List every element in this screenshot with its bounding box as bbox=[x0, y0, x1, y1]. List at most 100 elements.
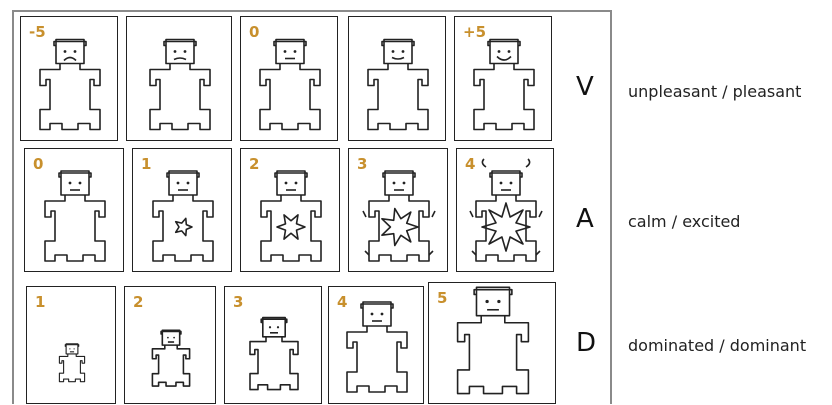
manikin-hair bbox=[382, 42, 414, 46]
arousal-burst bbox=[277, 215, 305, 239]
manikin-eye bbox=[381, 313, 384, 316]
arousal-panel-2: 1 bbox=[132, 148, 232, 272]
manikin-figure bbox=[455, 17, 553, 142]
manikin-hair bbox=[54, 42, 86, 46]
manikin-figure bbox=[125, 287, 217, 405]
manikin-hair bbox=[474, 290, 512, 295]
valence-row: -5 0 +5 V unpleasant / pleasant bbox=[0, 16, 832, 144]
manikin-eye bbox=[392, 50, 395, 53]
manikin-body bbox=[474, 64, 534, 130]
manikin-eye bbox=[184, 50, 187, 53]
manikin-figure bbox=[241, 149, 341, 273]
manikin-head bbox=[385, 171, 413, 195]
manikin-head bbox=[363, 302, 391, 326]
manikin-eye bbox=[69, 182, 72, 185]
manikin-body bbox=[347, 326, 407, 392]
manikin-figure bbox=[27, 287, 117, 405]
valence-panel-4 bbox=[348, 16, 446, 141]
valence-panel-1: -5 bbox=[20, 16, 118, 141]
manikin-figure bbox=[329, 287, 425, 405]
arousal-panel-3: 2 bbox=[240, 148, 340, 272]
manikin-eye bbox=[177, 182, 180, 185]
arousal-panel-1: 0 bbox=[24, 148, 124, 272]
manikin-hair bbox=[274, 42, 306, 46]
manikin-eye bbox=[508, 50, 511, 53]
manikin-eye bbox=[498, 50, 501, 53]
manikin-hair bbox=[490, 173, 522, 177]
dominance-label: dominated / dominant bbox=[628, 336, 806, 355]
manikin-eye bbox=[174, 50, 177, 53]
manikin-eye bbox=[371, 313, 374, 316]
arousal-panel-5: 4 bbox=[456, 148, 554, 272]
arousal-letter: A bbox=[576, 204, 594, 234]
manikin-figure bbox=[349, 149, 449, 273]
manikin-hair bbox=[275, 173, 307, 177]
manikin-body bbox=[59, 354, 84, 382]
manikin-mouth bbox=[392, 58, 404, 60]
manikin-eye bbox=[393, 182, 396, 185]
manikin-mouth bbox=[497, 57, 511, 61]
manikin-hair bbox=[488, 42, 520, 46]
valence-label: unpleasant / pleasant bbox=[628, 82, 801, 101]
manikin-eye bbox=[69, 348, 70, 349]
dominance-row: 1 2 3 4 5 D dominated / dominant bbox=[0, 282, 832, 405]
manikin-hair bbox=[261, 319, 287, 322]
manikin-eye bbox=[64, 50, 67, 53]
valence-letter: V bbox=[576, 72, 594, 102]
manikin-hair bbox=[361, 304, 393, 308]
manikin-head bbox=[169, 171, 197, 195]
motion-lines bbox=[482, 159, 529, 167]
arousal-row: 0 1 2 3 4 A calm / excited bbox=[0, 148, 832, 276]
manikin-figure bbox=[429, 283, 557, 405]
valence-panel-2 bbox=[126, 16, 232, 141]
manikin-body bbox=[153, 195, 213, 261]
manikin-eye bbox=[173, 337, 175, 339]
manikin-eye bbox=[510, 182, 513, 185]
arousal-burst bbox=[382, 209, 418, 246]
dominance-panel-2: 2 bbox=[124, 286, 216, 404]
manikin-hair bbox=[59, 173, 91, 177]
manikin-figure bbox=[241, 17, 339, 142]
manikin-eye bbox=[485, 300, 488, 303]
manikin-body bbox=[368, 64, 428, 130]
manikin-eye bbox=[284, 50, 287, 53]
manikin-eye bbox=[74, 348, 75, 349]
manikin-hair bbox=[161, 331, 181, 333]
arousal-burst bbox=[482, 203, 530, 251]
manikin-head bbox=[277, 171, 305, 195]
arousal-panel-4: 3 bbox=[348, 148, 448, 272]
manikin-head bbox=[276, 40, 304, 64]
manikin-eye bbox=[79, 182, 82, 185]
dominance-panel-3: 3 bbox=[224, 286, 322, 404]
manikin-eye bbox=[497, 300, 500, 303]
manikin-eye bbox=[294, 50, 297, 53]
manikin-hair bbox=[383, 173, 415, 177]
manikin-body bbox=[250, 337, 298, 390]
manikin-eye bbox=[269, 326, 271, 328]
manikin-hair bbox=[65, 345, 78, 347]
manikin-figure bbox=[21, 17, 119, 142]
manikin-body bbox=[261, 195, 321, 261]
manikin-head bbox=[61, 171, 89, 195]
manikin-hair bbox=[167, 173, 199, 177]
manikin-head bbox=[66, 344, 78, 354]
manikin-mouth bbox=[174, 58, 186, 60]
manikin-eye bbox=[295, 182, 298, 185]
manikin-body bbox=[40, 64, 100, 130]
manikin-eye bbox=[74, 50, 77, 53]
dominance-panel-4: 4 bbox=[328, 286, 424, 404]
valence-panel-5: +5 bbox=[454, 16, 552, 141]
dominance-panel-5: 5 bbox=[428, 282, 556, 404]
arousal-label: calm / excited bbox=[628, 212, 740, 231]
manikin-body bbox=[369, 195, 429, 261]
manikin-figure bbox=[133, 149, 233, 273]
manikin-figure bbox=[127, 17, 233, 142]
manikin-eye bbox=[277, 326, 279, 328]
manikin-head bbox=[162, 330, 179, 345]
manikin-head bbox=[492, 171, 520, 195]
valence-panel-3: 0 bbox=[240, 16, 338, 141]
manikin-body bbox=[458, 316, 529, 394]
manikin-head bbox=[166, 40, 194, 64]
manikin-figure bbox=[25, 149, 125, 273]
manikin-head bbox=[56, 40, 84, 64]
